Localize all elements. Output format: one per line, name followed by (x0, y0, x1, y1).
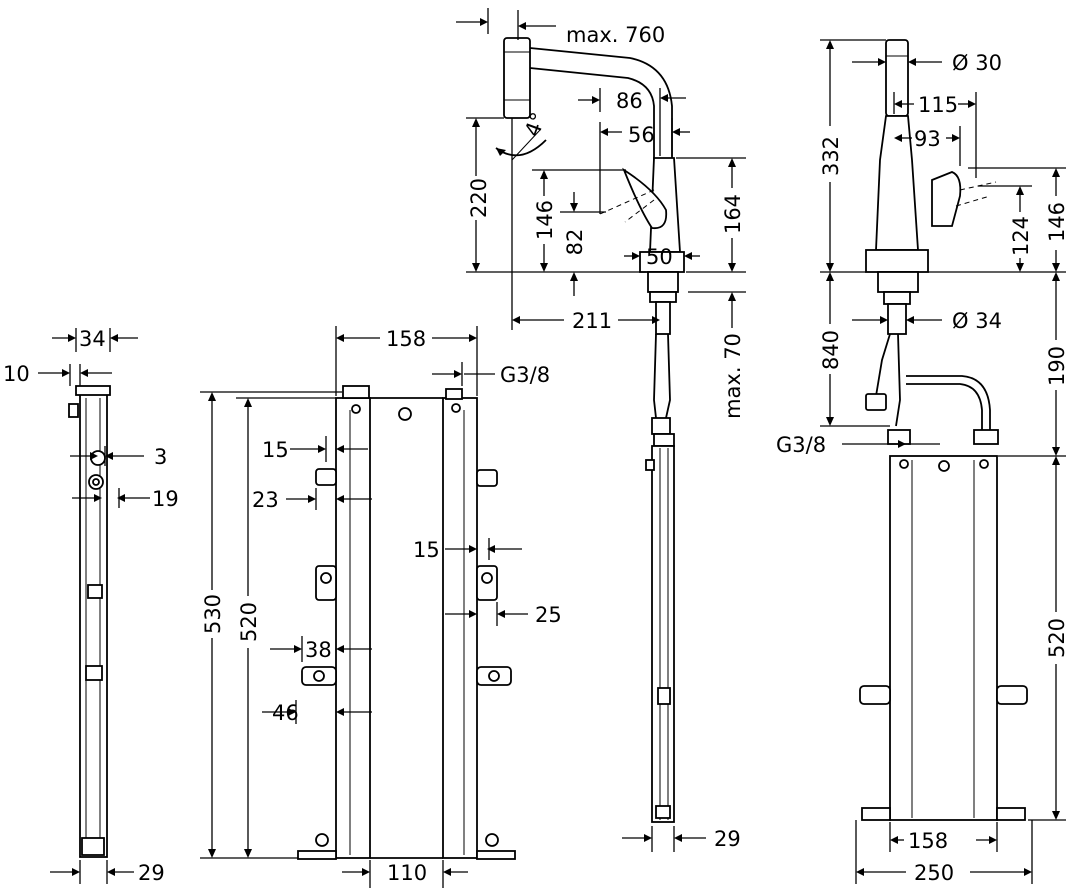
dim-hose-length: 840 (819, 330, 843, 370)
side-dims: 34 10 3 19 29 (3, 327, 179, 885)
dim-supply-height: 190 (1045, 346, 1069, 386)
dim-lever: 124 (1009, 216, 1033, 256)
dim-spout-height: 220 (467, 178, 491, 218)
dim-box-base: 110 (387, 861, 427, 885)
dim-box-bracket-right: 25 (535, 603, 562, 627)
dim-spout-b: 93 (914, 127, 941, 151)
dim-box-thread: G3/8 (500, 363, 550, 387)
dim-side-width: 34 (79, 327, 106, 351)
dim-box-bracket-3: 46 (272, 701, 299, 725)
mixer-front-view (859, 39, 1028, 821)
mixer-front-dims: Ø 30 332 115 93 124 146 Ø 34 840 (776, 39, 1069, 885)
dim-box-inset-right: 15 (413, 538, 440, 562)
dim-bottom-width: 29 (714, 827, 741, 851)
dim-dia-top: Ø 30 (952, 51, 1002, 75)
dim-outer-width: 250 (914, 861, 954, 885)
dim-side-depth: 3 (154, 445, 167, 469)
dim-reach: 211 (572, 309, 612, 333)
dim-side-offset: 10 (3, 362, 30, 386)
side-profile-view (68, 385, 111, 858)
dim-deck-max: max. 70 (721, 333, 745, 419)
dim-box-height: 520 (1045, 618, 1069, 658)
front-box-view (297, 385, 516, 860)
dim-inner-width: 158 (908, 829, 948, 853)
dim-base-dia: 50 (646, 245, 673, 269)
dim-reach-max: max. 760 (566, 23, 665, 47)
dim-lever-total: 146 (1045, 202, 1069, 242)
mixer-side-view (503, 37, 685, 823)
dim-box-height-total: 530 (201, 594, 225, 634)
mixer-side-dims: max. 760 86 56 4° 220 146 82 164 (456, 8, 746, 852)
dim-spout-2: 56 (628, 123, 655, 147)
dim-lever-low: 82 (563, 229, 587, 256)
dim-box-height-inner: 520 (237, 602, 261, 642)
dim-box-width: 158 (386, 327, 426, 351)
dim-spout-a: 115 (918, 93, 958, 117)
dim-box-bracket-2: 38 (305, 638, 332, 662)
dim-side-base: 29 (138, 861, 165, 885)
dim-spout-1: 86 (616, 89, 643, 113)
dim-front-thread: G3/8 (776, 433, 826, 457)
dim-side-bracket: 19 (152, 487, 179, 511)
dim-dia-base: Ø 34 (952, 309, 1002, 333)
dim-box-inset-top: 15 (262, 438, 289, 462)
front-box-dims: 158 G3/8 15 23 15 25 38 46 530 (200, 326, 562, 888)
dim-lever-height: 146 (533, 200, 557, 240)
dim-height-top: 332 (819, 136, 843, 176)
dim-body-height: 164 (721, 194, 745, 234)
dim-box-bracket-1: 23 (252, 488, 279, 512)
